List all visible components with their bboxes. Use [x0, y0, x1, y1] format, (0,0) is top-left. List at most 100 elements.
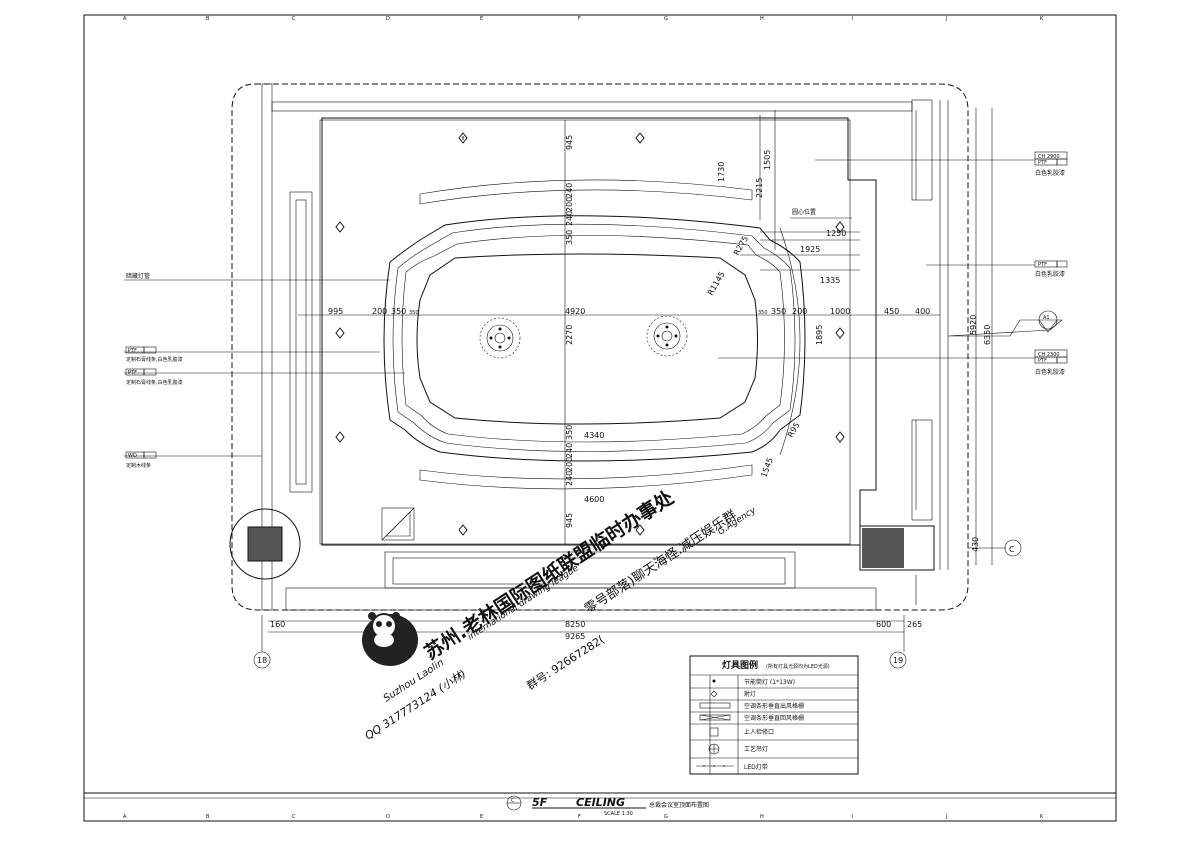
svg-text:C: C — [511, 798, 515, 804]
spotlight — [335, 431, 345, 443]
legend-label: 工艺吊灯 — [744, 745, 768, 753]
grid-col-label: E — [480, 814, 483, 820]
dim-label: R275 — [732, 234, 750, 257]
dim-label: 400 — [915, 307, 930, 316]
dim-label: 6350 — [983, 325, 992, 345]
supply-grille-icon — [699, 702, 731, 709]
svg-text:C: C — [1009, 545, 1015, 554]
panda-logo — [362, 612, 418, 666]
room-outline — [231, 83, 969, 611]
dim-label: 4340 — [584, 431, 604, 440]
annotation-text: 白色乳胶漆 — [1035, 169, 1065, 177]
spotlight — [835, 327, 845, 339]
legend-label: 空调条形垂直回风格栅 — [744, 714, 804, 722]
dim-label: 350 — [391, 307, 406, 316]
dim-label: 200 — [372, 307, 387, 316]
dim-label: 2215 — [755, 178, 764, 198]
axis-bubble-18: 18 — [253, 651, 271, 669]
dim-label: 240 — [565, 443, 574, 458]
grid-col-label: B — [206, 814, 210, 820]
dim-label: 350 — [758, 310, 768, 316]
legend-label: 节能筒灯 (1*13W) — [744, 678, 795, 686]
legend-label: 空调条形垂直出风格栅 — [744, 702, 804, 710]
grid-col-label: J — [945, 16, 947, 22]
svg-text:19: 19 — [893, 656, 903, 665]
grid-col-label: I — [852, 16, 853, 22]
dim-label: 240 — [565, 183, 574, 198]
dim-label: 350 — [409, 310, 419, 316]
grid-col-label: C — [292, 16, 296, 22]
dim-label: 4920 — [565, 307, 585, 316]
grid-col-label: I — [852, 814, 853, 820]
grid-col-label: K — [1040, 814, 1044, 820]
dim-label: 350 — [771, 307, 786, 316]
grid-col-label: D — [386, 814, 390, 820]
dim-label: 160 — [270, 620, 285, 629]
grid-col-label: G — [664, 814, 668, 820]
access-hatch-icon — [709, 727, 719, 737]
dim-label: 945 — [565, 135, 574, 150]
svg-text:PTF: PTF — [1038, 358, 1047, 364]
legend-title: 灯具图例 — [722, 659, 758, 671]
annotation-text: 白色乳胶漆 — [1035, 368, 1065, 376]
dim-label: 350 — [565, 230, 574, 245]
grid-col-label: K — [1040, 16, 1044, 22]
annotation-text: 定制石膏线条,白色乳胶漆 — [126, 356, 183, 363]
svg-text:PTF: PTF — [128, 348, 137, 354]
spotlight — [335, 221, 345, 233]
pendant-light — [646, 315, 688, 357]
drawing-name: 总裁会议室顶面布置图 — [649, 801, 709, 809]
grid-col-label: B — [206, 16, 210, 22]
dim-label: 1000 — [830, 307, 850, 316]
access-hatch — [381, 507, 415, 541]
watermark-group: 零号部落)聊天海怪.减压娱乐群 — [582, 508, 740, 618]
dim-label: 1505 — [763, 150, 772, 170]
left-annotations: 暗藏灯管 PTF 定制石膏线条,白色乳胶漆 PTF 定制石膏线条,白色乳胶漆 W… — [124, 272, 405, 469]
svg-text:PTF: PTF — [128, 370, 137, 376]
dim-label: 1545 — [759, 456, 774, 478]
grid-col-label: G — [664, 16, 668, 22]
watermark-intl: international drawing league — [466, 563, 581, 642]
legend-note: (所有灯具光源均为LED光源) — [766, 663, 830, 670]
grid-col-label: J — [945, 814, 947, 820]
scale-label: SCALE 1:30 — [604, 811, 633, 817]
spotlight — [458, 524, 468, 536]
spotlight — [635, 524, 645, 536]
drawing-title: CEILING — [576, 796, 625, 809]
spotlight — [335, 327, 345, 339]
dim-label: 2270 — [565, 325, 574, 345]
svg-text:18: 18 — [257, 656, 267, 665]
recessed-light-icon — [712, 679, 716, 683]
dim-label: 8250 — [565, 620, 585, 629]
svg-text:CH 2300: CH 2300 — [1038, 352, 1060, 358]
dim-label: R1145 — [706, 270, 727, 297]
svg-text:PTF: PTF — [1038, 262, 1047, 268]
dim-label: 430 — [971, 537, 980, 552]
axis-bubble-19: 19 — [889, 651, 907, 669]
dim-label: 4600 — [584, 495, 604, 504]
spotlight — [835, 431, 845, 443]
grid-labels-bottom: A B C D E F G H I J K — [123, 814, 1044, 820]
column-right — [859, 525, 935, 571]
legend-label: 上人检修口 — [744, 728, 774, 736]
grid-col-label: H — [760, 16, 764, 22]
return-grille-icon — [699, 714, 731, 721]
grid-col-label: A — [123, 16, 127, 22]
legend-label: 射灯 — [744, 690, 756, 698]
dim-label: 1250 — [826, 229, 846, 238]
svg-text:PTF: PTF — [1038, 160, 1047, 166]
axis-bubble-c: C — [968, 539, 1022, 557]
right-annotations: 圆心位置 CH 2900 PTF 白色乳胶漆 PTF 白色乳胶漆 CH 2300… — [718, 151, 1068, 376]
grid-col-label: C — [292, 814, 296, 820]
grid-col-label: F — [578, 814, 581, 820]
dim-label: 1895 — [815, 325, 824, 345]
svg-text:CH 2900: CH 2900 — [1038, 154, 1060, 160]
grid-col-label: F — [578, 16, 581, 22]
dim-label: 200 — [565, 457, 574, 472]
grid-col-label: H — [760, 814, 764, 820]
dim-label: 350 — [565, 425, 574, 440]
spotlight — [458, 132, 468, 144]
spotlight — [635, 132, 645, 144]
dim-label: 200 — [792, 307, 807, 316]
title-block: C 5F CEILING SCALE 1:30 总裁会议室顶面布置图 — [506, 795, 709, 817]
